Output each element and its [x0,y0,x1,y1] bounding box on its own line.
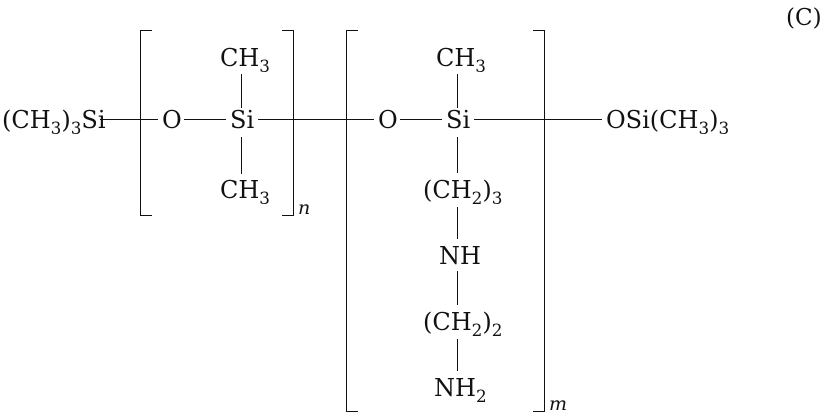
right-terminal-group: OSi(CH3)3 [606,106,730,138]
bond-si2-methyl-top [457,74,458,108]
amine-nh2: NH2 [434,374,487,406]
methyl-bottom-1: CH3 [220,176,270,208]
bond-propylene-nh [457,207,458,239]
bond-si2-propylene [457,137,458,173]
bond-nh-ethylene [457,271,458,305]
open-bracket-unit1 [140,30,152,216]
amine-nh: NH [439,242,481,270]
repeat-subscript-n: n [298,197,311,219]
methyl-top-2: CH3 [436,44,486,76]
oxygen-1: O [162,106,182,134]
repeat-subscript-m: m [549,393,568,415]
bond-si1-methyl-top [241,74,242,108]
ethylene-group: (CH2)2 [423,308,503,340]
bond-o2-si2 [400,119,442,120]
propylene-group: (CH2)3 [423,176,503,208]
figure-label: (C) [786,5,822,31]
bond-si1-methyl-bottom [241,137,242,174]
bond-left-terminal-o1 [100,119,158,120]
methyl-top-1: CH3 [220,44,270,76]
bond-o1-si1 [184,119,226,120]
left-terminal-group: (CH3)3Si [2,106,106,138]
close-bracket-unit1 [282,30,294,216]
bond-ethylene-nh2 [457,339,458,371]
close-bracket-unit2 [533,30,545,412]
bond-si2-right-terminal [474,119,602,120]
bond-si1-o2 [258,119,374,120]
silicon-1: Si [230,106,255,134]
silicon-2: Si [446,106,471,134]
oxygen-2: O [378,106,398,134]
open-bracket-unit2 [346,30,358,412]
